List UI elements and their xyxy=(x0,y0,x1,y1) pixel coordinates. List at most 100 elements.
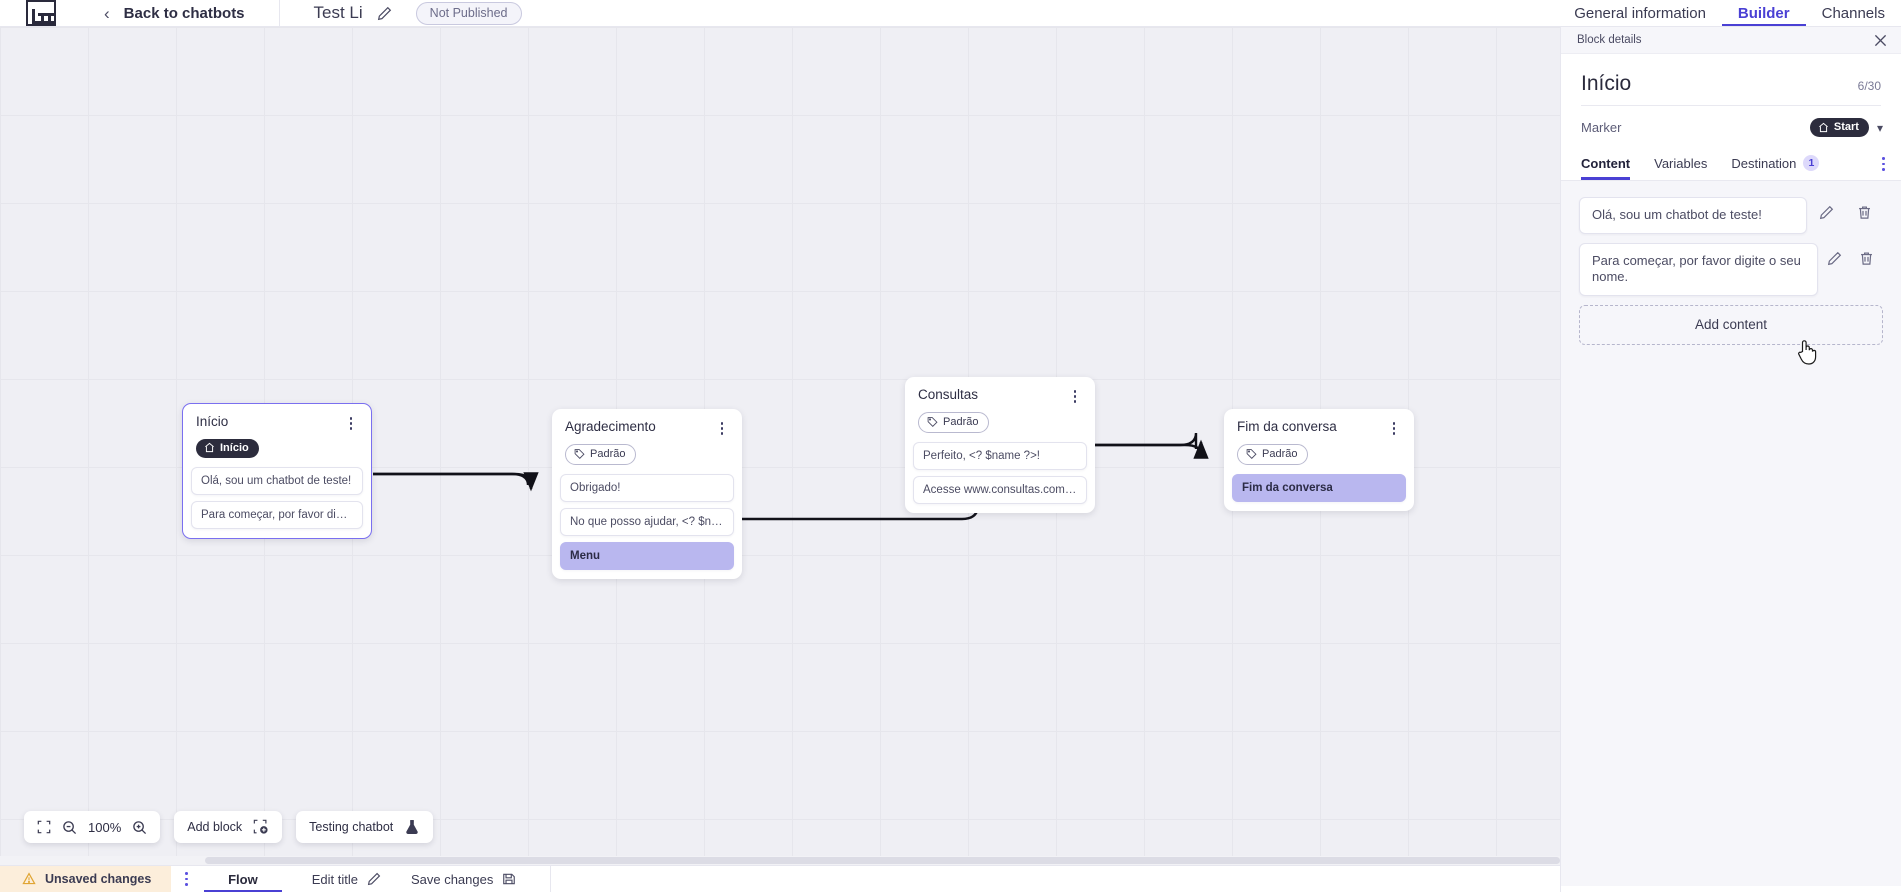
flow-canvas[interactable]: Início Início Olá, sou um chatbot de tes… xyxy=(0,27,1560,865)
destination-count-badge: 1 xyxy=(1803,155,1820,171)
panel-title: Início xyxy=(1581,72,1632,95)
delete-content-trash-icon[interactable] xyxy=(1845,197,1883,220)
zoom-out-icon[interactable] xyxy=(62,820,77,835)
character-count: 6/30 xyxy=(1857,79,1881,93)
divider xyxy=(1581,105,1881,106)
block-title: Fim da conversa xyxy=(1237,419,1337,434)
content-text[interactable]: Olá, sou um chatbot de teste! xyxy=(1579,197,1807,234)
marker-select[interactable]: Start ▾ xyxy=(1809,118,1883,137)
footer-save-changes-button[interactable]: Save changes xyxy=(411,866,516,892)
testing-chatbot-button[interactable]: Testing chatbot xyxy=(296,811,434,843)
tab-channels[interactable]: Channels xyxy=(1821,5,1885,22)
panel-header-label: Block details xyxy=(1577,34,1642,46)
footer-menu-kebab-icon[interactable] xyxy=(185,872,189,886)
tab-destination[interactable]: Destination 1 xyxy=(1731,148,1820,180)
block-message[interactable]: Obrigado! xyxy=(560,473,734,502)
block-title-row: Agradecimento xyxy=(565,419,729,435)
block-message-menu[interactable]: Fim da conversa xyxy=(1232,473,1406,502)
footer-save-changes-label: Save changes xyxy=(410,871,494,887)
pencil-icon xyxy=(367,872,381,886)
flow-block-consultas[interactable]: Consultas Padrão Perfeito, <? $name ?>! … xyxy=(905,377,1095,513)
tab-destination-label: Destination xyxy=(1731,155,1797,171)
block-details-panel: Block details Início 6/30 Marker Start xyxy=(1560,27,1901,892)
tag-icon xyxy=(927,417,938,428)
block-title-row: Início xyxy=(196,414,358,430)
panel-header: Block details xyxy=(1561,27,1901,54)
block-message[interactable]: Olá, sou um chatbot de teste! xyxy=(191,467,363,496)
home-icon xyxy=(205,443,214,453)
unsaved-changes-indicator: Unsaved changes xyxy=(0,865,172,892)
block-menu-kebab-icon[interactable] xyxy=(344,415,358,430)
product-logo-icon[interactable] xyxy=(26,0,56,26)
content-text[interactable]: Para começar, por favor digite o seu nom… xyxy=(1579,242,1818,296)
flow-block-fim-da-conversa[interactable]: Fim da conversa Padrão Fim da conversa xyxy=(1224,409,1414,511)
footer-tab-flow[interactable]: Flow xyxy=(204,866,282,892)
block-menu-kebab-icon[interactable] xyxy=(1387,420,1401,435)
tab-general-information[interactable]: General information xyxy=(1574,5,1706,22)
delete-content-trash-icon[interactable] xyxy=(1850,243,1883,266)
canvas-horizontal-scrollbar[interactable] xyxy=(0,856,1560,865)
block-tag-label: Início xyxy=(220,441,249,454)
panel-title-row: Início 6/30 xyxy=(1561,54,1901,105)
tag-icon xyxy=(1246,449,1257,460)
tab-content-label: Content xyxy=(1581,155,1631,171)
tab-builder[interactable]: Builder xyxy=(1722,0,1806,26)
block-menu-kebab-icon[interactable] xyxy=(715,420,729,435)
block-messages: Perfeito, <? $name ?>! Acesse www.consul… xyxy=(905,441,1095,513)
flask-icon xyxy=(404,819,420,835)
block-message[interactable]: Perfeito, <? $name ?>! xyxy=(913,441,1087,470)
scrollbar-thumb[interactable] xyxy=(205,857,1560,864)
panel-menu-kebab-icon[interactable] xyxy=(1882,157,1885,171)
chevron-left-icon[interactable]: ‹ xyxy=(104,3,110,23)
zoom-in-icon[interactable] xyxy=(132,820,147,835)
block-title: Agradecimento xyxy=(565,419,656,434)
chatbot-name: Test Li xyxy=(313,3,363,22)
marker-label: Marker xyxy=(1581,120,1622,135)
block-title: Consultas xyxy=(918,387,979,402)
divider xyxy=(278,0,280,26)
close-icon[interactable] xyxy=(1874,34,1887,47)
block-menu-kebab-icon[interactable] xyxy=(1068,388,1082,403)
footer-edit-title-label: Edit title xyxy=(311,871,358,887)
add-block-button[interactable]: Add block xyxy=(174,811,283,843)
chevron-down-icon[interactable]: ▾ xyxy=(1876,120,1883,135)
marker-value-badge: Start xyxy=(1809,118,1869,137)
block-tag: Início xyxy=(196,438,259,458)
add-block-label: Add block xyxy=(187,820,243,834)
flow-block-inicio[interactable]: Início Início Olá, sou um chatbot de tes… xyxy=(182,403,372,540)
block-tag-label: Padrão xyxy=(1262,447,1298,460)
block-title-row: Fim da conversa xyxy=(1237,419,1401,435)
back-to-chatbots-link[interactable]: Back to chatbots xyxy=(123,4,245,22)
flow-block-agradecimento[interactable]: Agradecimento Padrão Obrigado! No que po… xyxy=(552,409,742,579)
block-message[interactable]: Acesse www.consultas.com par... xyxy=(913,475,1087,504)
block-message[interactable]: No que posso ajudar, <? $name ... xyxy=(560,507,734,536)
edit-content-pencil-icon[interactable] xyxy=(1807,197,1845,220)
main-nav-tabs: General information Builder Channels xyxy=(1558,0,1901,26)
block-message-menu[interactable]: Menu xyxy=(560,541,734,570)
block-message[interactable]: Para começar, por favor digite o ... xyxy=(191,501,363,530)
tab-content[interactable]: Content xyxy=(1581,149,1630,180)
block-messages: Obrigado! No que posso ajudar, <? $name … xyxy=(552,473,742,579)
tag-icon xyxy=(574,449,585,460)
canvas-toolbar: 100% Add block Testing c xyxy=(24,811,434,843)
add-content-button[interactable]: Add content xyxy=(1579,304,1883,345)
block-messages: Olá, sou um chatbot de teste! Para começ… xyxy=(183,467,371,538)
footer-edit-title-button[interactable]: Edit title xyxy=(312,866,381,892)
edit-name-pencil-icon[interactable] xyxy=(377,6,392,21)
block-header: Fim da conversa Padrão xyxy=(1224,409,1414,474)
top-bar: ‹ Back to chatbots Test Li Not Published… xyxy=(0,0,1901,27)
tab-variables[interactable]: Variables xyxy=(1654,149,1707,180)
content-item-row: Para começar, por favor digite o seu nom… xyxy=(1579,242,1883,296)
block-tag: Padrão xyxy=(1237,443,1309,465)
marker-value-label: Start xyxy=(1833,121,1859,133)
panel-tabs: Content Variables Destination 1 xyxy=(1561,148,1901,181)
fit-screen-icon[interactable] xyxy=(37,820,51,834)
edit-content-pencil-icon[interactable] xyxy=(1818,243,1851,266)
block-tag: Padrão xyxy=(565,443,637,465)
zoom-controls[interactable]: 100% xyxy=(24,811,161,843)
divider xyxy=(550,865,552,892)
block-header: Agradecimento Padrão xyxy=(552,409,742,474)
block-messages: Fim da conversa xyxy=(1224,473,1414,511)
marker-row: Marker Start ▾ xyxy=(1561,106,1901,148)
block-tag-label: Padrão xyxy=(590,447,626,460)
